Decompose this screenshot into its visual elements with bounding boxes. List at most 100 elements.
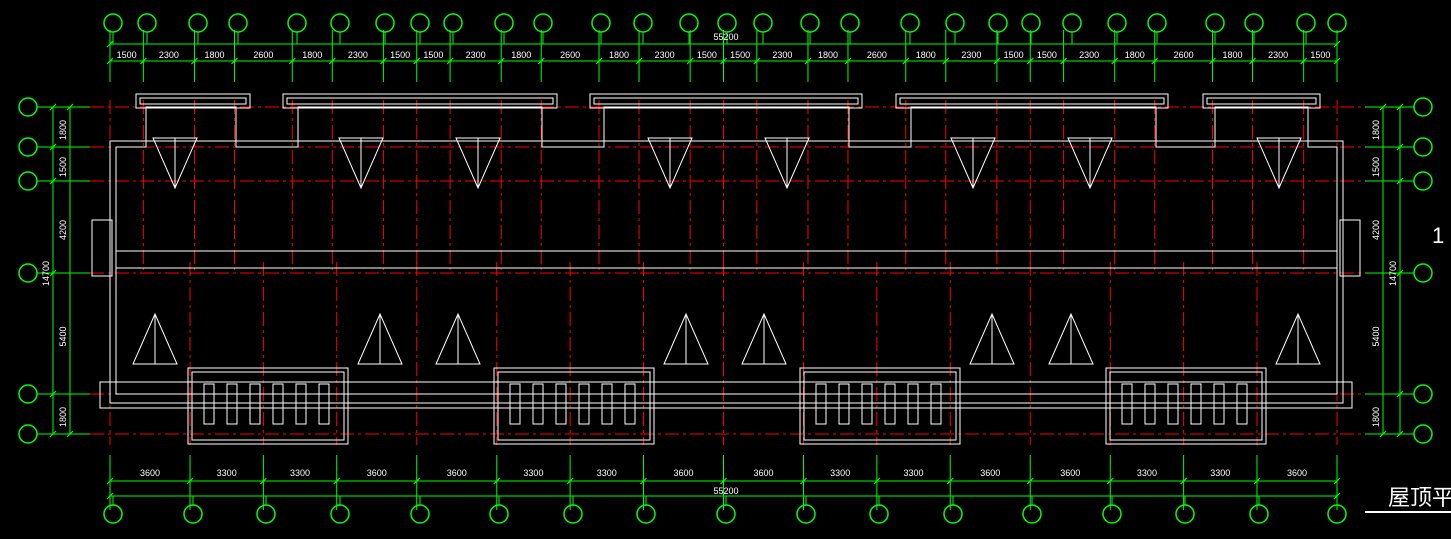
axis-bubble-right xyxy=(1413,97,1433,117)
axis-bubble-bottom xyxy=(943,504,963,524)
dimension-tick xyxy=(328,57,336,65)
right-segment-label: 4200 xyxy=(1371,220,1381,240)
dimension-tick xyxy=(566,477,574,485)
dimension-tick xyxy=(1396,103,1404,111)
axis-bubble-top xyxy=(900,13,920,33)
dimension-tick xyxy=(106,57,114,65)
axis-bubble-bottom xyxy=(636,504,656,524)
top-segment-label: 2600 xyxy=(1174,50,1194,60)
dimension-tick xyxy=(259,477,267,485)
parapet-cap xyxy=(895,93,1169,109)
axis-bubble-top xyxy=(137,13,157,33)
axis-bubbles xyxy=(18,13,1433,524)
axis-bubble-top xyxy=(533,13,553,33)
dimension-tick xyxy=(1026,57,1034,65)
vent-slot xyxy=(318,383,330,425)
axis-bubble-top xyxy=(228,13,248,33)
canopy-box xyxy=(1105,367,1267,445)
vent-slot xyxy=(249,383,261,425)
left-segment-label: 1500 xyxy=(58,157,68,177)
dimension-tick xyxy=(804,57,812,65)
dimension-tick xyxy=(413,477,421,485)
dimension-tick xyxy=(993,57,1001,65)
dimension-tick xyxy=(1180,477,1188,485)
axis-bubble-top xyxy=(591,13,611,33)
vent-slot xyxy=(1236,383,1248,425)
top-segment-label: 2300 xyxy=(1268,50,1288,60)
bottom-total-label: 55200 xyxy=(713,486,738,496)
dimension-tick xyxy=(191,57,198,65)
dimension-tick xyxy=(49,430,57,438)
top-segment-label: 2300 xyxy=(348,50,368,60)
right-segment-label: 1800 xyxy=(1371,407,1381,427)
top-segment-label: 1800 xyxy=(1125,50,1145,60)
dimension-tick xyxy=(844,57,852,65)
dimension-tick xyxy=(186,477,194,485)
axis-bubble-bottom xyxy=(183,504,203,524)
top-segment-label: 1800 xyxy=(204,50,224,60)
dimension-tick xyxy=(1396,430,1404,438)
left-segment-label: 1800 xyxy=(58,120,68,140)
dimension-tick xyxy=(49,177,57,185)
axis-bubble-top xyxy=(840,13,860,33)
drawing-title: 屋顶平 xyxy=(1388,485,1451,510)
axis-bubble-top xyxy=(1147,13,1167,33)
dimension-tick xyxy=(946,477,954,485)
dimension-tick xyxy=(446,57,454,65)
dimension-tick xyxy=(139,57,147,65)
axis-bubble-right xyxy=(1413,424,1433,444)
top-segment-label: 2300 xyxy=(466,50,486,60)
bottom-segment-label: 3300 xyxy=(217,468,237,478)
parapet-cap-inner xyxy=(593,97,859,105)
top-segment-label: 2300 xyxy=(159,50,179,60)
dimension-tick xyxy=(379,57,387,65)
vent-slot xyxy=(907,383,919,425)
axis-bubble-left xyxy=(18,384,38,404)
vent-slot xyxy=(838,383,850,425)
vent-slot xyxy=(532,383,544,425)
axis-bubble-top xyxy=(330,13,350,33)
vent-slot xyxy=(509,383,521,425)
right-total-label: 14700 xyxy=(1388,261,1398,286)
dimension-tick xyxy=(942,57,950,65)
axis-bubble-top xyxy=(443,13,463,33)
dimension-tick xyxy=(1396,269,1404,277)
dimension-tick xyxy=(1111,57,1119,65)
dimension-tick xyxy=(413,57,421,65)
bottom-segment-label: 3300 xyxy=(523,468,543,478)
dimension-tick xyxy=(720,57,727,65)
top-total-label: 55200 xyxy=(713,32,738,42)
parapet-cap-inner xyxy=(286,97,554,105)
canopy-box-inner xyxy=(1109,371,1263,441)
axis-bubble-bottom xyxy=(103,504,123,524)
axis-bubble-bottom xyxy=(869,504,889,524)
top-segment-label: 1500 xyxy=(730,50,750,60)
top-segment-label: 2600 xyxy=(253,50,273,60)
right-segment-label: 5400 xyxy=(1371,326,1381,346)
axis-bubble-bottom xyxy=(796,504,816,524)
axis-bubble-left xyxy=(18,424,38,444)
side-box-left xyxy=(91,219,113,277)
axis-bubble-bottom xyxy=(330,504,350,524)
top-segment-label: 2600 xyxy=(867,50,887,60)
dimension-tick xyxy=(1249,57,1256,65)
axis-bubble-right xyxy=(1413,137,1433,157)
dimension-tick xyxy=(106,477,114,485)
dimension-tick xyxy=(1060,57,1068,65)
top-segment-label: 1800 xyxy=(818,50,838,60)
axis-bubble-top xyxy=(1062,13,1082,33)
dimension-tick xyxy=(1396,143,1404,151)
vent-slot xyxy=(578,383,590,425)
parapet-cap xyxy=(282,93,558,109)
canopy-box xyxy=(187,367,349,445)
axis-bubble-bottom xyxy=(1022,504,1042,524)
vent-slot xyxy=(930,383,942,425)
bottom-segment-label: 3300 xyxy=(597,468,617,478)
dimension-tick xyxy=(49,143,57,151)
top-segment-label: 1800 xyxy=(1223,50,1243,60)
axis-bubble-top xyxy=(1327,13,1347,33)
bottom-segment-label: 3600 xyxy=(1060,468,1080,478)
axis-bubble-bottom xyxy=(716,504,736,524)
vent-slot xyxy=(1121,383,1133,425)
